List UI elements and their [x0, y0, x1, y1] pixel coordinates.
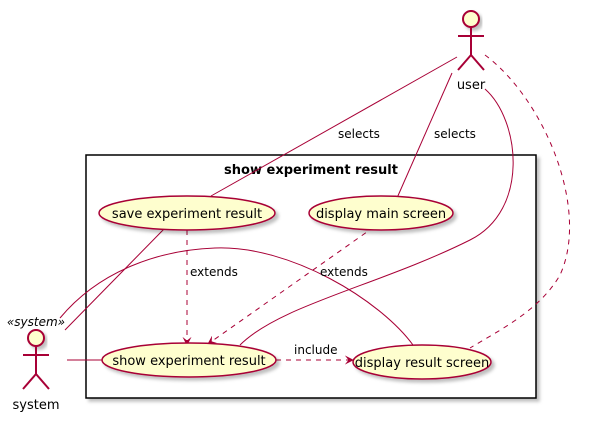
actor-user[interactable] [457, 10, 485, 71]
usecase-label: save experiment result [112, 207, 262, 222]
actor-system[interactable] [22, 329, 50, 390]
actor-system-head-icon [27, 329, 45, 347]
actor-system-stereotype: «system» [7, 315, 65, 329]
usecase-label: show experiment result [112, 354, 265, 369]
actor-user-label: user [457, 78, 486, 93]
label-user-main: selects [434, 127, 476, 141]
usecase-display-result-screen[interactable]: display result screen [352, 344, 492, 380]
edge-user-main [396, 72, 453, 199]
label-main-show: extends [320, 265, 368, 279]
actor-user-head-icon [462, 10, 480, 28]
usecase-label: display result screen [355, 356, 489, 371]
edge-system-save [64, 227, 166, 331]
label-save-show: extends [190, 265, 238, 279]
edge-main-show [207, 226, 375, 345]
usecase-save-experiment-result[interactable]: save experiment result [98, 195, 276, 231]
edge-user-show [239, 88, 514, 346]
label-show-result: include [294, 343, 337, 357]
usecase-display-main-screen[interactable]: display main screen [308, 195, 454, 231]
usecase-label: display main screen [316, 207, 446, 222]
edge-system-result [59, 247, 414, 346]
actor-system-label: system [13, 398, 60, 413]
label-user-save: selects [338, 127, 380, 141]
edge-user-result [469, 54, 571, 349]
usecase-show-experiment-result[interactable]: show experiment result [101, 342, 277, 378]
edge-user-save [210, 56, 458, 197]
package-title: show experiment result [224, 163, 398, 178]
